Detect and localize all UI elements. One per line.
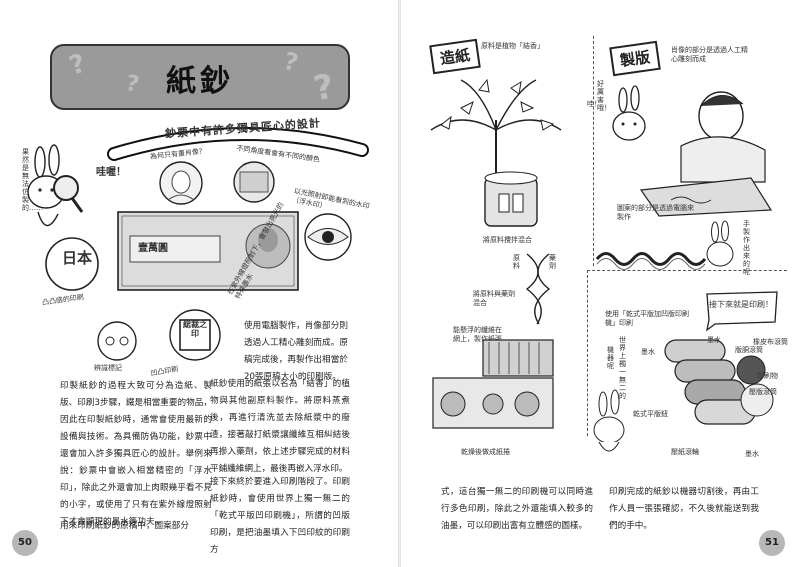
plant-illustration <box>430 78 562 180</box>
press-note: 使用「乾式平版加凹版印刷機」印刷 <box>605 310 689 327</box>
paper-roll-label: 印刷物 <box>757 372 778 380</box>
microprint-glyph: 日本 <box>62 249 93 267</box>
rabbit-small-icon <box>706 220 734 267</box>
rabbit-speech: 果然是無法仿製的…… <box>22 148 43 212</box>
section-divider <box>587 270 588 436</box>
mix-label-2: 將原料與藥劑混合 <box>473 290 515 307</box>
body-right-column: 使用電腦製作，肖像部分則透過人工精心雕刻而成。原稿完成後，再製作出相當於20張原… <box>244 321 348 382</box>
paper-machine-icon <box>432 339 554 429</box>
tag-paper-making: 造紙 <box>429 38 481 75</box>
section-divider <box>593 36 594 266</box>
plate-cylinder-label: 版胴滾筒 <box>735 346 763 354</box>
raw-left-label: 原料 <box>513 254 520 270</box>
hand-note: 手製作出來的呢 <box>743 220 750 276</box>
section-divider <box>587 270 787 271</box>
color-shift-callout <box>233 161 275 203</box>
seal-text: 総裁之印 <box>183 320 207 338</box>
blanket-label: 橡皮布滾筒 <box>753 338 788 346</box>
rabbit-plate-icon <box>612 85 646 141</box>
watermark-callout <box>304 213 352 261</box>
rabbit-machine: 機器呢 <box>607 346 614 370</box>
dry-label: 乾燥後做成紙捲 <box>461 448 510 456</box>
raw-material-note: 原料是植物「結香」 <box>481 42 544 50</box>
blind-dots-label: 辨識標記 <box>94 364 122 372</box>
plate-note-2: 圖案的部分是透過電腦來製作 <box>617 204 694 221</box>
wow-exclamation: 哇喔！ <box>96 167 126 178</box>
ink-roller-label: 壓版滾筒 <box>749 388 777 396</box>
pattern-strip-icon <box>595 252 707 270</box>
speech-bubble-icon <box>706 291 778 332</box>
ink-label: 墨水 <box>641 348 655 356</box>
mix-label: 將原料攪拌混合 <box>483 236 532 244</box>
dry-plate-label: 乾式平版鈕 <box>633 410 668 418</box>
twisted-stream-icon <box>525 253 551 325</box>
press-rollers-illustration <box>664 339 774 425</box>
blind-dots-callout <box>97 321 137 361</box>
press-bubble: 接下來就是印刷！ <box>709 300 773 309</box>
rubber-roll-label: 壓紙滾輪 <box>671 448 699 456</box>
drug-right-label: 藥劑 <box>549 254 556 270</box>
ink-feed-label: 墨水 <box>707 336 721 344</box>
page-number-left: 50 <box>12 530 38 556</box>
mixer-tank-icon <box>484 171 538 227</box>
tag-plate-making: 製版 <box>609 40 661 77</box>
microprint-callout <box>45 237 99 291</box>
plate-note-1: 肖像的部分是透過人工精心雕刻而成 <box>671 46 748 63</box>
rabbit-press-icon <box>593 389 625 452</box>
body-paragraph-1: 印製紙鈔的過程大致可分為造紙、製版、印刷3步驟，鐵是相當重要的物品，因此在印製紙… <box>60 381 212 527</box>
curved-banner <box>107 127 369 161</box>
banknote-illustration <box>117 211 299 291</box>
body-paragraph-3: 紙鈔使用的紙張以名為「結香」的植物與其他副原料製作。將原料蒸煮後，再進行清洗並去… <box>210 379 350 474</box>
book-spine <box>398 0 401 567</box>
intaglio-label: 凸凸感的印刷 <box>41 293 85 307</box>
rabbit-plate-say: 好厲害哦！ <box>597 80 611 112</box>
body-paragraph-5: 式，這台獨一無二的印刷機可以同時進行多色印刷，除此之外還能填入較多的油墨，可以印… <box>441 487 593 531</box>
rabbit-excl: 哇！ <box>587 100 601 108</box>
title-banner: ? ? ? ? 紙鈔 <box>50 44 350 110</box>
left-page: ? ? ? ? 紙鈔 鈔票中有許多獨具匠心的設計 果然是無法仿製的…… 哇喔！ … <box>0 0 398 567</box>
ink-bottom-label: 墨水 <box>745 450 759 458</box>
body-paragraph-6: 印刷完成的紙鈔以機器切割後，再由工作人員一張張確認，不久後就能送到我們的手中。 <box>609 487 759 531</box>
rabbit-world: 世界上獨一無二的 <box>619 336 626 400</box>
rabbit-with-magnifier-icon <box>27 144 84 227</box>
body-paragraph-4: 接下來終於要進入印刷階段了。印刷紙鈔時，會使用世界上獨一無二的「乾式平版凹印刷機… <box>210 477 350 555</box>
portrait-callout <box>159 161 203 205</box>
seal-callout <box>169 309 221 361</box>
engraver-illustration <box>639 91 773 217</box>
page-title: 紙鈔 <box>166 64 234 99</box>
fiber-label: 能懸浮的纖維在網上，製作紙張 <box>453 326 502 343</box>
banknote-denomination: 壹萬圓 <box>138 243 168 254</box>
page-number-right: 51 <box>759 530 785 556</box>
body-paragraph-2: 用來印刷紙鈔的原稿中，圖案部分 <box>60 521 189 531</box>
right-page: 造紙 製版 原料是植物「結香」 將原料攪拌混合 原料 藥劑 將原料與藥劑混合 能… <box>401 0 799 567</box>
